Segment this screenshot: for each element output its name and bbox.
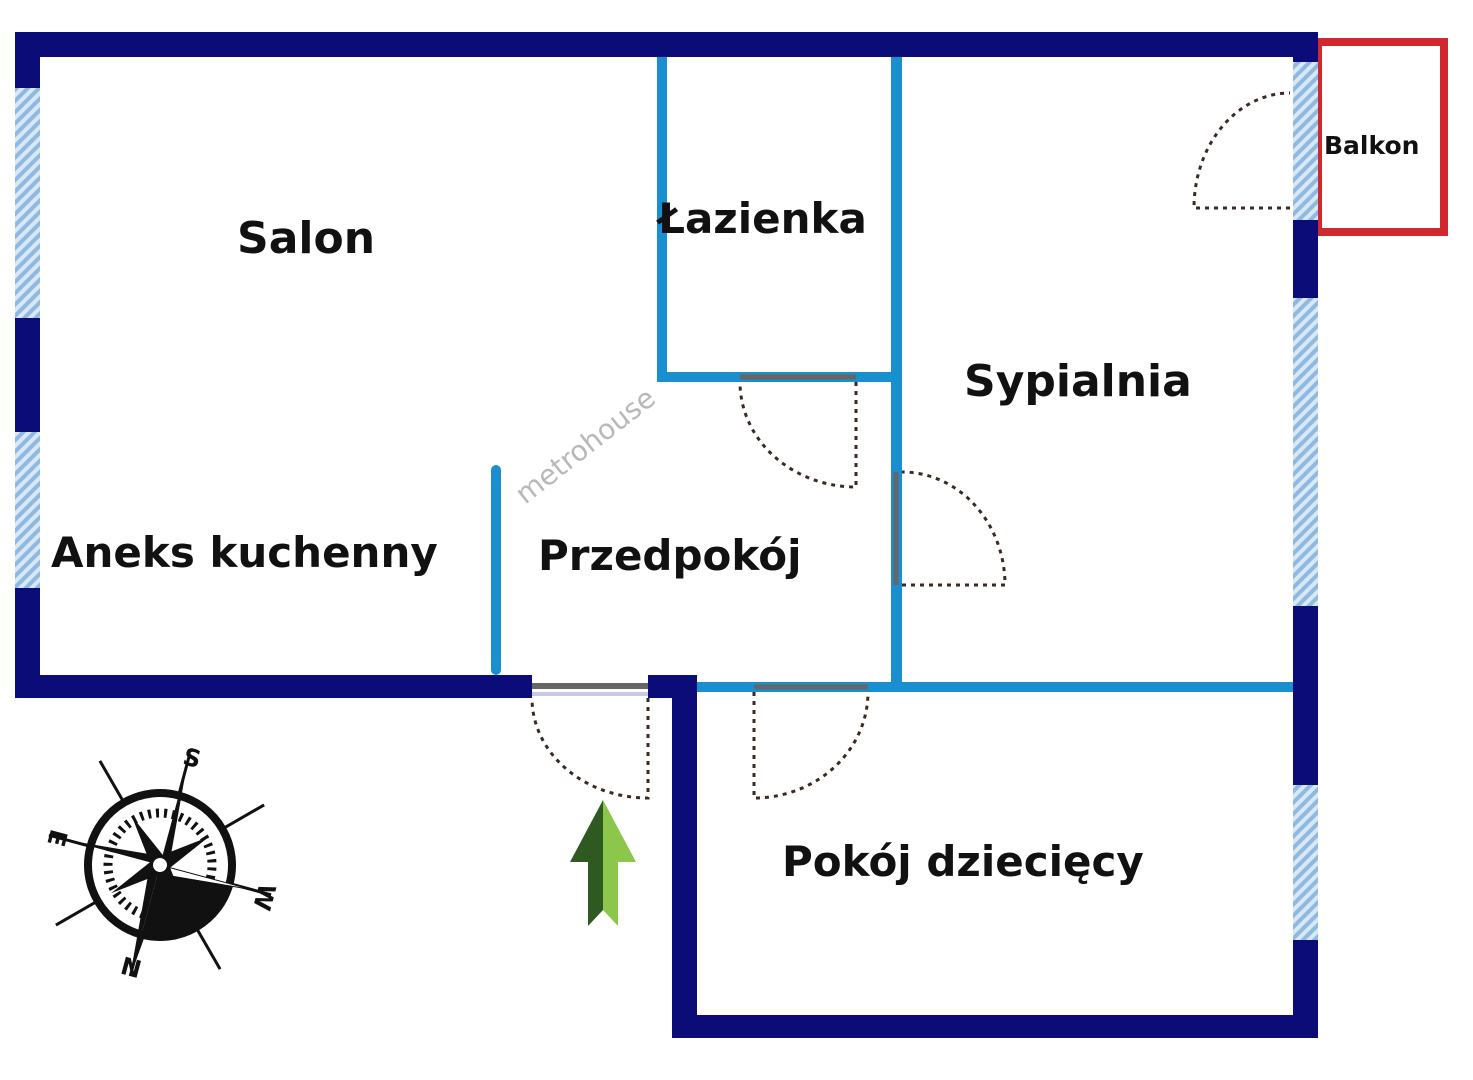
compass-label-s: S [180, 743, 204, 775]
door-swings [530, 91, 1291, 800]
room-label-pokoj-dzieciecy: Pokój dziecięcy [782, 837, 1144, 886]
door-sills [532, 374, 899, 696]
room-label-przedpokoj: Przedpokój [538, 531, 801, 580]
room-label-balkon: Balkon [1324, 131, 1419, 160]
watermark: metrohouse [509, 381, 662, 510]
compass-label-w: W [247, 881, 281, 914]
room-label-salon: Salon [237, 213, 375, 264]
compass-icon [48, 753, 272, 977]
compass-label-n: N [118, 952, 145, 984]
room-label-lazienka: Łazienka [656, 194, 867, 243]
room-label-sypialnia: Sypialnia [964, 356, 1192, 407]
windows [15, 62, 1318, 940]
room-label-aneks: Aneks kuchenny [51, 528, 438, 577]
compass-label-e: E [41, 826, 72, 849]
entrance-arrow-icon [570, 800, 636, 926]
